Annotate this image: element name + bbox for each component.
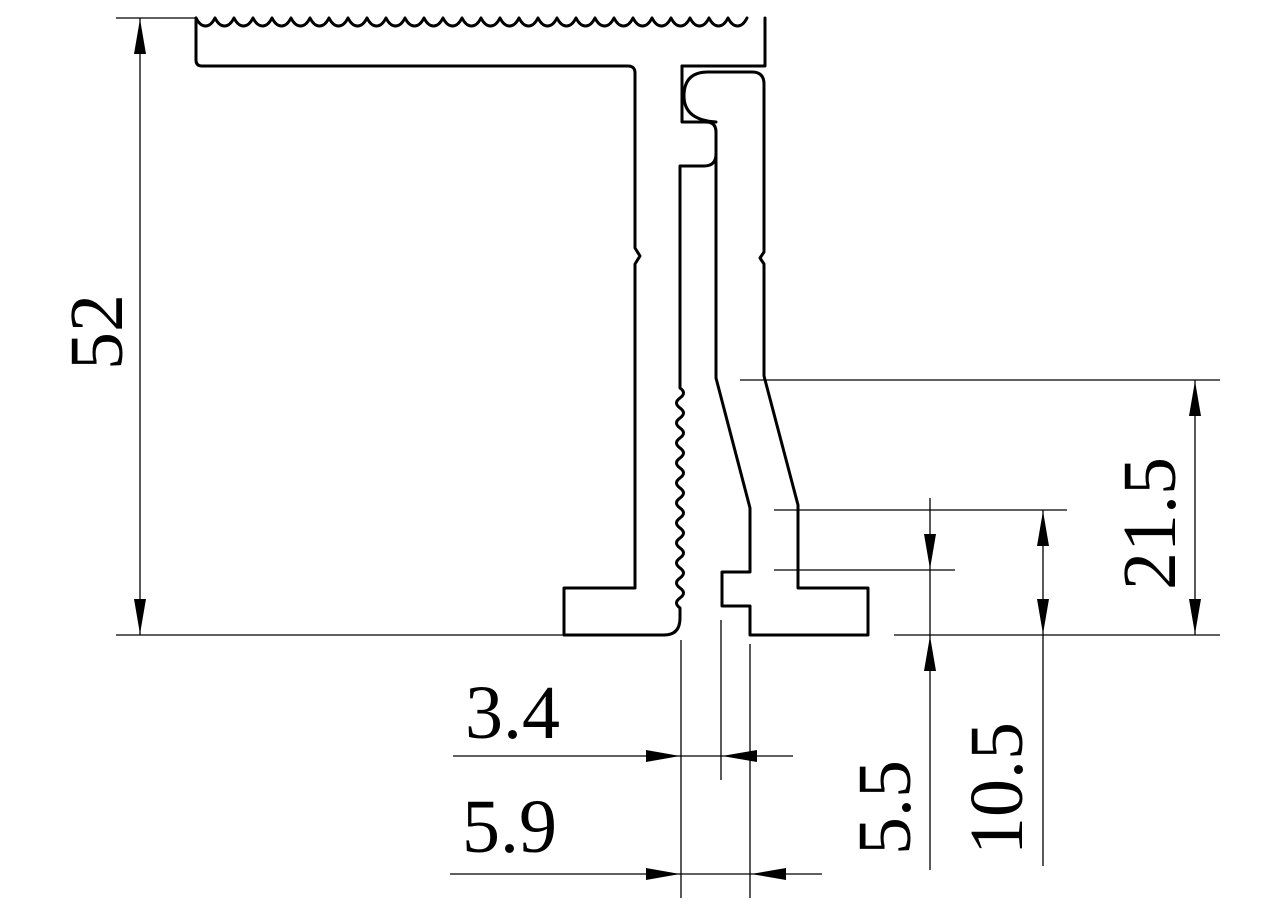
arrow-down-icon xyxy=(924,534,936,569)
top-flange-right-edge xyxy=(680,16,767,68)
arrow-left-icon xyxy=(722,750,757,762)
dimension-label-3-4: 3.4 xyxy=(465,671,560,755)
dimension-slot-width: 3.4 xyxy=(453,620,793,898)
arrow-up-icon xyxy=(924,636,936,671)
dimension-tab-height: 5.5 xyxy=(774,498,955,870)
arrow-right-icon xyxy=(646,868,680,880)
right-hook-and-leg xyxy=(682,70,870,637)
dimension-label-10-5: 10.5 xyxy=(955,722,1039,855)
arrow-up-icon xyxy=(1037,511,1049,546)
arrow-down-icon xyxy=(134,599,146,634)
arrow-up-icon xyxy=(134,19,146,54)
profile-outline xyxy=(194,16,870,637)
arrow-down-icon xyxy=(1189,599,1201,634)
dimension-label-21-5: 21.5 xyxy=(1108,457,1192,590)
dimension-label-5-9: 5.9 xyxy=(462,785,557,869)
left-web-and-foot xyxy=(194,16,718,637)
dimension-label-52: 52 xyxy=(55,294,139,370)
arrow-down-icon xyxy=(1037,599,1049,634)
dimension-overall-height: 52 xyxy=(55,17,564,636)
arrow-up-icon xyxy=(1189,381,1201,416)
dimension-label-5-5: 5.5 xyxy=(843,760,927,855)
dimension-upper-step-height: 21.5 xyxy=(740,379,1220,636)
dimension-base-gap-width: 5.9 xyxy=(450,644,822,898)
top-flange-serrated-edge xyxy=(194,16,749,28)
arrow-left-icon xyxy=(751,868,786,880)
arrow-right-icon xyxy=(646,750,680,762)
dimension-foot-height: 10.5 xyxy=(774,509,1067,866)
